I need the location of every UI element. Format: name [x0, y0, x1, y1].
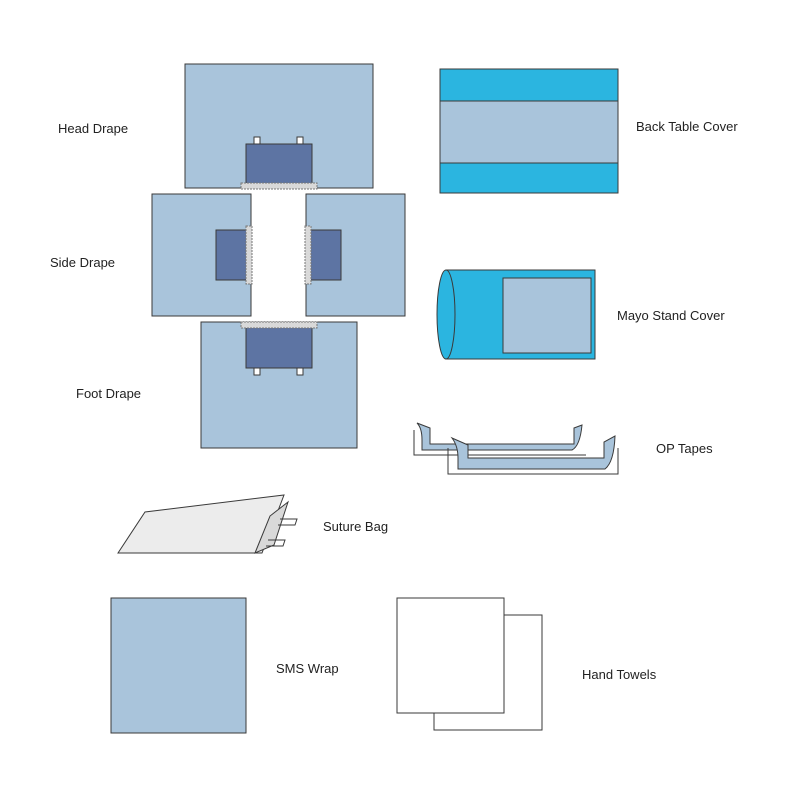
side-drape-right-panel [308, 229, 342, 281]
op-tape-front [447, 435, 619, 475]
back-table-cover [439, 68, 619, 194]
side-drape-right [304, 193, 406, 317]
foot-drape-tab-left [253, 367, 261, 376]
back-table-cover-bottom-band [439, 162, 619, 194]
foot-drape-adhesive-strip [240, 321, 318, 329]
op-tape-back [413, 422, 586, 456]
mayo-stand-cover [436, 269, 596, 360]
head-drape-adhesive-strip [240, 182, 318, 190]
head-drape-tab-right [296, 136, 304, 145]
back-table-cover-middle [439, 100, 619, 164]
mayo-stand-cover-label: Mayo Stand Cover [617, 308, 725, 323]
suture-bag-tab-lower [266, 539, 286, 547]
mayo-stand-cover-panel [502, 277, 592, 354]
side-drape-right-strip [304, 225, 312, 285]
foot-drape [200, 321, 358, 449]
side-drape-label: Side Drape [50, 255, 115, 270]
hand-towel-front [396, 597, 505, 714]
hand-towels-label: Hand Towels [582, 667, 657, 682]
head-drape-label: Head Drape [58, 121, 128, 136]
mayo-stand-cover-opening [436, 269, 456, 360]
head-drape-tab-left [253, 136, 261, 145]
back-table-cover-label: Back Table Cover [636, 119, 738, 134]
suture-bag-body [117, 494, 285, 554]
suture-bag [117, 494, 298, 554]
hand-towels [396, 597, 543, 731]
op-tape-front-strip [450, 435, 616, 470]
foot-drape-tab-right [296, 367, 304, 376]
op-tapes-label: OP Tapes [656, 441, 713, 456]
side-drape-left-strip [245, 225, 253, 285]
head-drape [184, 63, 374, 190]
op-tape-back-strip [416, 422, 583, 451]
suture-bag-tab-upper [278, 518, 298, 526]
side-drape-left [151, 193, 253, 317]
suture-bag-label: Suture Bag [323, 519, 388, 534]
suture-bag-flap [254, 500, 289, 554]
head-drape-panel [245, 143, 313, 185]
op-tape-front-backing [447, 448, 619, 475]
foot-drape-label: Foot Drape [76, 386, 141, 401]
back-table-cover-top-band [439, 68, 619, 102]
sms-wrap [110, 597, 247, 734]
op-tape-back-backing [413, 430, 586, 456]
side-drape-left-panel [215, 229, 249, 281]
sms-wrap-label: SMS Wrap [276, 661, 339, 676]
foot-drape-panel [245, 326, 313, 369]
